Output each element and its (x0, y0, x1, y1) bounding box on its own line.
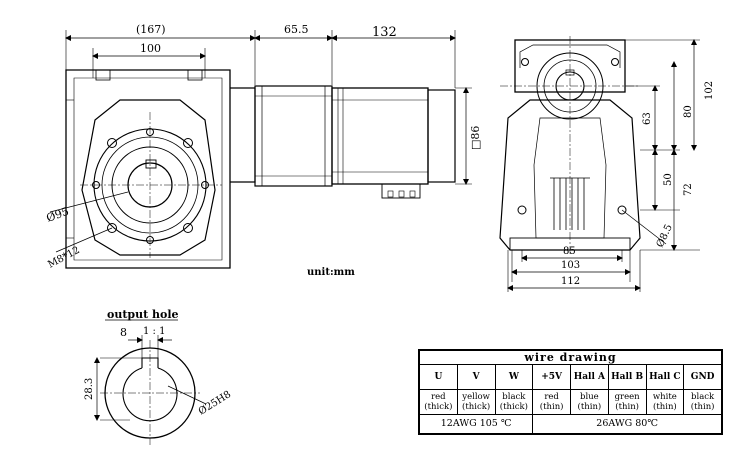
wire-pin-label: +5V (532, 364, 571, 390)
dim-flange-label: 100 (140, 42, 161, 55)
wire-thickness: (thin) (690, 402, 715, 412)
wire-gauge-thin: 26AWG 80℃ (532, 414, 722, 434)
wire-color-cell: black(thin) (683, 389, 722, 415)
dim-motor-length-label: 132 (372, 25, 397, 40)
dim-motor-neck-label: 65.5 (284, 23, 309, 36)
wire-color-cell: black(thick) (494, 389, 534, 415)
wire-table-title: wire drawing (419, 350, 722, 365)
dim-80-label: 80 (683, 105, 694, 118)
dim-50-label: 50 (663, 173, 674, 186)
wire-thickness: (thick) (462, 402, 491, 412)
unit-label: unit:mm (307, 267, 355, 278)
wire-color-cell: yellow(thick) (456, 389, 496, 415)
wire-pin-label: Hall C (645, 364, 685, 390)
dim-112-label: 112 (561, 276, 580, 287)
dim-hole-label: Ø8.5 (655, 223, 675, 249)
wire-color-cell: red(thick) (419, 389, 458, 415)
dim-103-label: 103 (561, 260, 580, 271)
wire-color: yellow (462, 392, 490, 402)
wire-thickness: (thin) (615, 402, 639, 412)
wire-pin-label: U (419, 364, 458, 390)
wire-color: red (544, 392, 559, 402)
wire-color-cell: blue(thin) (570, 389, 609, 415)
wire-pin-label: GND (683, 364, 722, 390)
dim-overall-label: (167) (136, 23, 166, 36)
wire-color: black (691, 392, 715, 402)
wire-color: green (614, 392, 640, 402)
wire-thickness: (thick) (499, 402, 528, 412)
wire-pin-label: V (456, 364, 496, 390)
dim-63-label: 63 (642, 112, 653, 125)
wire-pin-label: Hall B (607, 364, 647, 390)
wire-color: blue (580, 392, 599, 402)
output-hole-bore-label: Ø25H8 (197, 389, 233, 417)
output-hole-title: output hole (107, 308, 179, 321)
wire-color-cell: white(thin) (645, 389, 685, 415)
wire-pin-label: Hall A (570, 364, 609, 390)
output-hole-drawing (94, 319, 207, 445)
gearbox-front-view (49, 30, 472, 269)
dim-square-label: □86 (469, 126, 482, 150)
wire-color: red (431, 392, 446, 402)
wire-thickness: (thin) (577, 402, 602, 412)
output-hole-height-label: 28.3 (84, 378, 95, 400)
dim-72-label: 72 (683, 183, 694, 196)
dim-bore-label: Ø95 (45, 205, 71, 225)
wire-thickness: (thin) (653, 402, 677, 412)
gearbox-right-view (499, 36, 700, 292)
wire-thickness: (thick) (424, 402, 453, 412)
dim-102-label: 102 (704, 81, 715, 100)
dim-85-label: 85 (563, 246, 576, 257)
wire-gauge-thick: 12AWG 105 ℃ (418, 414, 534, 434)
wire-color-cell: red(thin) (532, 389, 571, 415)
output-hole-ratio-label: 1 : 1 (143, 326, 165, 337)
wire-pin-label: W (494, 364, 534, 390)
wire-thickness: (thin) (539, 402, 564, 412)
wire-color: black (502, 392, 526, 402)
wire-drawing-table: wire drawing U V W +5V Hall A Hall B Hal… (418, 349, 723, 435)
wire-color-cell: green(thin) (607, 389, 647, 415)
output-hole-key-label: 8 (120, 326, 127, 339)
wire-color: white (652, 392, 677, 402)
